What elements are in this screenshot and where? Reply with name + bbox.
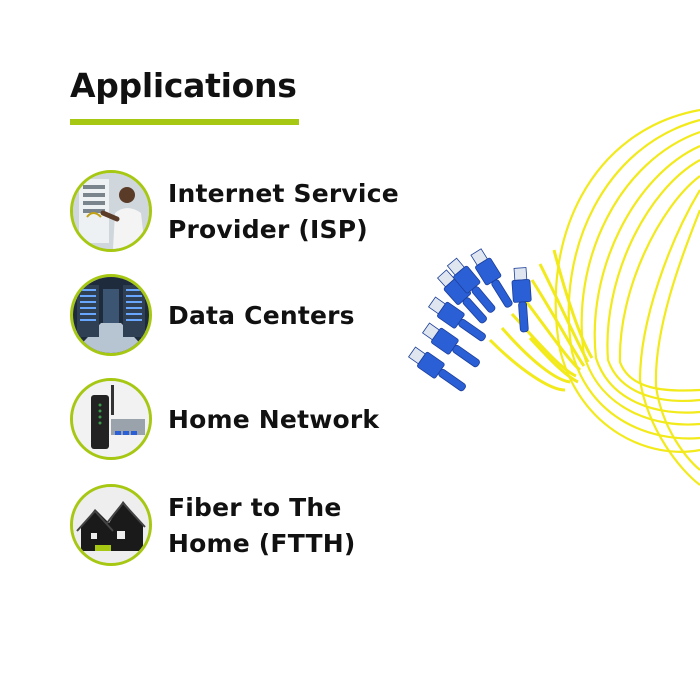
fiber-pigtail-cables-image — [390, 90, 700, 500]
router-icon — [70, 378, 152, 460]
technician-server-icon — [70, 170, 152, 252]
application-item-data-centers: Data Centers — [70, 274, 430, 358]
application-item-home-network: Home Network — [70, 378, 430, 462]
page-title: Applications — [70, 66, 297, 105]
houses-icon — [70, 484, 152, 566]
application-label: Data Centers — [168, 301, 355, 330]
application-item-isp: Internet Service Provider (ISP) — [70, 170, 430, 254]
application-item-ftth: Fiber to The Home (FTTH) — [70, 484, 430, 568]
application-label: Internet Service Provider (ISP) — [168, 179, 399, 244]
application-label: Home Network — [168, 405, 380, 434]
server-racks-icon — [70, 274, 152, 356]
application-label: Fiber to The Home (FTTH) — [168, 493, 356, 558]
title-underline — [70, 119, 299, 125]
